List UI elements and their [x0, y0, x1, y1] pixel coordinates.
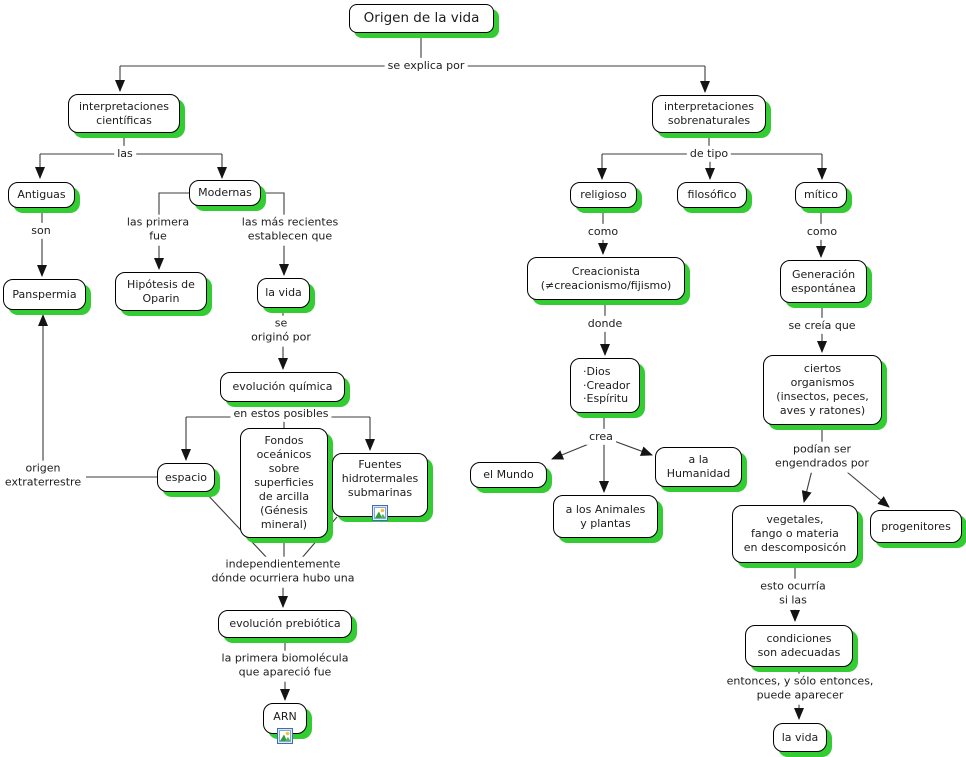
link-label-la-primera-biomolecula[interactable]: la primera biomolécula que apareció fue — [218, 650, 352, 682]
concept-node-hipotesis-de-oparin[interactable]: Hipótesis de Oparin — [115, 272, 207, 311]
link-label-se-origino-por[interactable]: se originó por — [248, 315, 314, 347]
link-label-son[interactable]: son — [28, 222, 54, 240]
concept-node-interpretaciones-sobrenaturales[interactable]: interpretaciones sobrenaturales — [652, 95, 766, 133]
link-label-se-explica-por[interactable]: se explica por — [384, 57, 468, 75]
link-label-entonces[interactable]: entonces, y sólo entonces, puede aparece… — [723, 673, 877, 705]
concept-node-interpretaciones-cientificas[interactable]: interpretaciones científicas — [68, 94, 180, 133]
concept-node-panspermia[interactable]: Panspermia — [3, 279, 86, 310]
concept-node-animales-plantas[interactable]: a los Animales y plantas — [553, 495, 658, 538]
concept-node-filosofico[interactable]: filosófico — [677, 182, 747, 208]
node-label: Fuentes hidrotermales submarinas — [341, 458, 419, 499]
link-label-donde[interactable]: donde — [584, 315, 626, 333]
concept-node-religioso[interactable]: religioso — [570, 182, 637, 208]
concept-node-arn[interactable]: ARN — [263, 703, 307, 744]
concept-node-origen-de-la-vida[interactable]: Origen de la vida — [349, 4, 494, 33]
link-label-esto-ocurria[interactable]: esto ocurría si las — [757, 578, 829, 610]
concept-node-mitico[interactable]: mítico — [795, 182, 847, 208]
image-icon[interactable] — [372, 505, 388, 521]
concept-node-evolucion-prebiotica[interactable]: evolución prebiótica — [218, 610, 352, 638]
link-label-independientemente[interactable]: independientemente dónde ocurriera hubo … — [208, 556, 358, 588]
concept-node-antiguas[interactable]: Antiguas — [8, 182, 75, 208]
concept-node-creacionista[interactable]: Creacionista (≠creacionismo/fijismo) — [527, 257, 685, 300]
link-label-las-primera-fue[interactable]: las primera fue — [123, 214, 193, 246]
link-label-en-estos-posibles[interactable]: en estos posibles — [230, 405, 332, 423]
concept-node-humanidad[interactable]: a la Humanidad — [655, 447, 742, 487]
concept-node-la-vida-2[interactable]: la vida — [773, 723, 827, 752]
concept-node-ciertos-organismos[interactable]: ciertos organismos (insectos, peces, ave… — [763, 355, 882, 425]
concept-node-modernas[interactable]: Modernas — [189, 180, 261, 206]
concept-node-fuentes-hidrotermales[interactable]: Fuentes hidrotermales submarinas — [332, 453, 428, 521]
concept-node-condiciones[interactable]: condiciones son adecuadas — [745, 625, 853, 667]
concept-node-vegetales[interactable]: vegetales, fango o materia en descomposi… — [732, 505, 858, 563]
link-label-las[interactable]: las — [114, 145, 136, 163]
link-label-origen-extraterrestre[interactable]: origen extraterrestre — [1, 460, 85, 492]
link-label-se-creia-que[interactable]: se creía que — [785, 317, 859, 335]
node-label: ARN — [273, 709, 297, 723]
concept-node-generacion-espontanea[interactable]: Generación espontánea — [780, 260, 867, 303]
concept-node-fondos-oceanicos[interactable]: Fondos oceánicos sobre superficies de ar… — [240, 428, 328, 538]
concept-node-progenitores[interactable]: progenitores — [870, 510, 962, 543]
link-label-de-tipo[interactable]: de tipo — [686, 145, 732, 163]
concept-node-evolucion-quimica[interactable]: evolución química — [220, 372, 345, 402]
concept-node-espacio[interactable]: espacio — [157, 463, 215, 492]
link-label-las-mas-recientes[interactable]: las más recientes establecen que — [238, 214, 342, 246]
concept-node-la-vida-1[interactable]: la vida — [257, 278, 310, 308]
concept-node-el-mundo[interactable]: el Mundo — [470, 462, 547, 488]
image-icon[interactable] — [277, 728, 293, 744]
link-label-podian-ser[interactable]: podían ser engendrados por — [772, 441, 872, 473]
link-label-como-religioso[interactable]: como — [584, 223, 622, 241]
link-label-como-mitico[interactable]: como — [803, 223, 841, 241]
concept-node-dios-creador-espiritu[interactable]: ·Dios ·Creador ·Espíritu — [570, 358, 640, 413]
link-label-crea[interactable]: crea — [586, 428, 616, 446]
